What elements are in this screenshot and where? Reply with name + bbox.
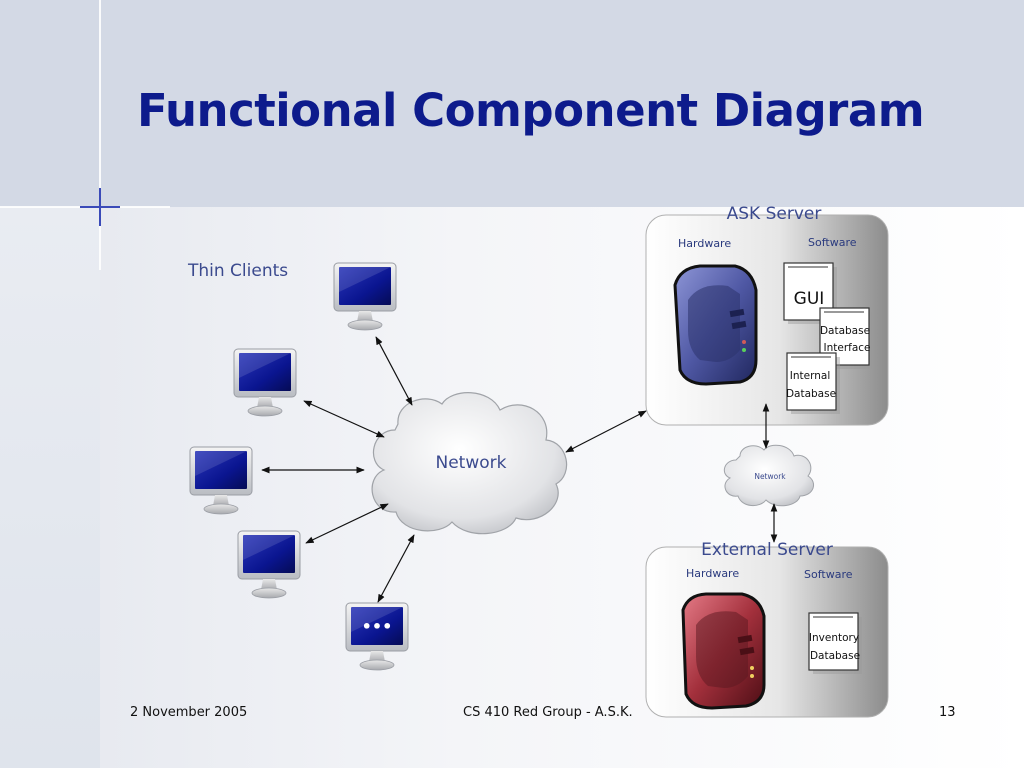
- footer-date: 2 November 2005: [130, 705, 248, 720]
- thin-client-monitor-2: [233, 348, 297, 417]
- footer-course: CS 410 Red Group - A.S.K.: [463, 705, 633, 720]
- slide-title: Functional Component Diagram: [137, 84, 925, 137]
- internal-database-label-line1: Internal: [790, 370, 830, 382]
- ask-server-panel: ASK Server Hardware Software GUI Databas…: [645, 204, 889, 426]
- arrow-client1-network: [375, 336, 413, 406]
- ask-server-software-label: Software: [808, 236, 857, 249]
- inventory-database-label-line1: Inventory: [809, 632, 859, 644]
- gui-document-label: GUI: [794, 289, 825, 309]
- thin-client-terminal-monitor: •••: [345, 602, 409, 671]
- main-network-label: Network: [436, 453, 507, 473]
- internal-database-document-icon: Internal Database: [786, 352, 840, 414]
- ask-server-hardware-icon: [673, 264, 758, 386]
- database-interface-document-icon: Database Interface: [819, 307, 873, 369]
- external-server-hardware-label: Hardware: [686, 567, 739, 580]
- thin-client-monitor-1: [333, 262, 397, 331]
- footer-page-number: 13: [939, 705, 956, 720]
- arrow-terminal-network: [377, 534, 415, 603]
- database-interface-label-line2: Interface: [823, 342, 870, 354]
- title-band: [0, 0, 1024, 207]
- ask-server-title: ASK Server: [727, 204, 822, 224]
- arrow-client2-network: [303, 400, 385, 438]
- small-network-label: Network: [754, 472, 786, 481]
- gui-document-icon: GUI: [783, 262, 837, 324]
- thin-client-monitor-4: [237, 530, 301, 599]
- thin-client-monitor-3: [189, 446, 253, 515]
- external-server-title: External Server: [701, 540, 833, 560]
- database-interface-label-line1: Database: [820, 325, 870, 337]
- terminal-screen-dots: •••: [362, 617, 393, 636]
- external-server-software-label: Software: [804, 568, 853, 581]
- small-network-cloud: Network: [723, 444, 815, 507]
- arrow-network-askserver: [565, 410, 647, 453]
- main-network-cloud: Network: [371, 392, 568, 535]
- internal-database-label-line2: Database: [786, 388, 836, 400]
- thin-clients-label: Thin Clients: [187, 261, 288, 281]
- inventory-database-document-icon: Inventory Database: [808, 612, 862, 674]
- ask-server-hardware-label: Hardware: [678, 237, 731, 250]
- left-accent-panel: [0, 207, 100, 768]
- arrow-client4-network: [305, 503, 389, 544]
- inventory-database-label-line2: Database: [810, 650, 860, 662]
- external-server-panel: External Server Hardware Software Invent…: [645, 540, 889, 718]
- connection-arrows: [261, 336, 778, 603]
- external-server-hardware-icon: [681, 592, 766, 710]
